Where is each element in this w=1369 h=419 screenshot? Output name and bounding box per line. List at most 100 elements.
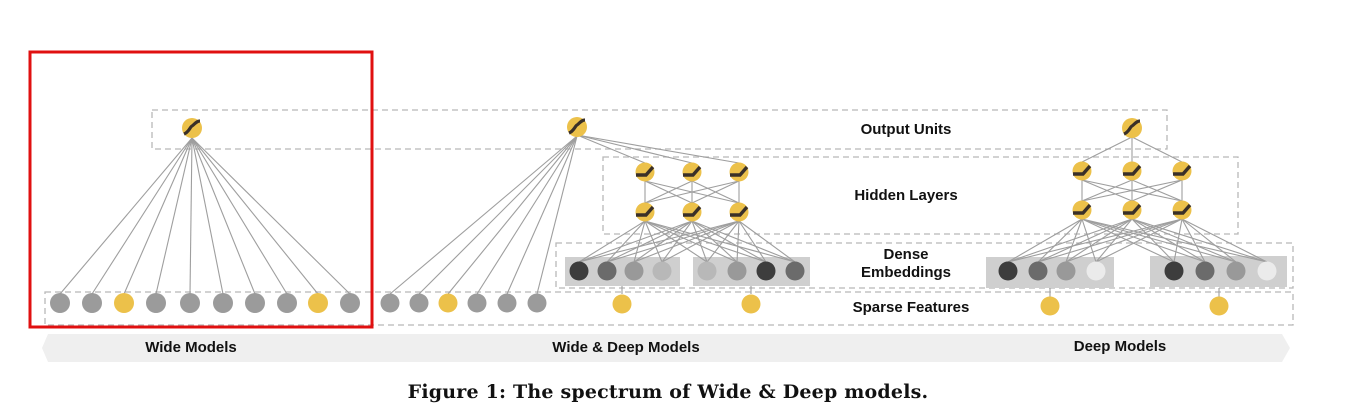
relu-icon: [1123, 203, 1142, 215]
embedding-unit: [1056, 261, 1076, 281]
embedding-edge: [1131, 218, 1237, 263]
wide-edge: [91, 137, 193, 295]
embedding-edge: [1081, 218, 1237, 263]
sparse-feature-unit: [1040, 296, 1060, 316]
deep-edge: [1081, 136, 1133, 163]
embedding-edge: [578, 220, 646, 263]
embedding-edge: [1173, 218, 1183, 263]
embedding-edge: [738, 220, 767, 263]
embedding-edge: [1037, 218, 1083, 263]
embedding-edge: [606, 220, 693, 263]
wide-edge: [389, 135, 578, 295]
embedding-edge: [691, 220, 738, 263]
sparse-feature-unit: [114, 293, 134, 313]
hidden-unit: [682, 162, 702, 182]
embedding-edge: [1007, 218, 1083, 263]
output-unit: [1122, 118, 1142, 138]
embedding-edge: [633, 220, 740, 263]
embedding-edge: [1081, 218, 1175, 263]
embedding-edge: [691, 220, 796, 263]
wide-edge: [536, 135, 578, 295]
sparse-feature-unit: [277, 293, 297, 313]
sparse-feature-unit: [82, 293, 102, 313]
sigmoid-icon: [183, 119, 201, 136]
sparse-feature-unit: [180, 293, 200, 313]
embedding-edge: [1065, 218, 1083, 263]
sigmoid-icon: [568, 118, 586, 135]
relu-icon: [636, 165, 655, 177]
sigmoid-icon: [1123, 119, 1141, 136]
embedding-edge: [644, 220, 708, 263]
sparse-feature-unit: [409, 293, 429, 313]
embedding-edge: [606, 220, 646, 263]
layer-label-dense: Dense: [883, 246, 928, 263]
embedding-unit: [785, 261, 805, 281]
sparse-feature-unit: [741, 294, 761, 314]
wide-edge: [191, 137, 288, 295]
embedding-edge: [1007, 218, 1183, 263]
sparse-feature-unit: [527, 293, 547, 313]
embedding-edge: [736, 220, 740, 263]
embedding-edge: [1131, 218, 1206, 263]
wide-edge: [447, 135, 578, 295]
layer-label-hidden-layers: Hidden Layers: [854, 187, 957, 204]
deep-edge: [1131, 136, 1183, 163]
embedding-edge: [1131, 218, 1175, 263]
sparse-feature-unit: [497, 293, 517, 313]
hidden-unit: [729, 162, 749, 182]
sparse-feature-unit: [467, 293, 487, 313]
embedding-unit: [652, 261, 672, 281]
hidden-unit: [1072, 200, 1092, 220]
spectrum-label-deep: Deep Models: [1074, 338, 1167, 355]
dense-embeddings-box: [555, 242, 1294, 289]
hidden-unit: [635, 202, 655, 222]
embedding-unit: [998, 261, 1018, 281]
embedding-unit: [1164, 261, 1184, 281]
hidden-unit: [1172, 161, 1192, 181]
sparse-feature-unit: [340, 293, 360, 313]
sparse-feature-unit: [612, 294, 632, 314]
embedding-edge: [661, 220, 740, 263]
sparse-feature-unit: [308, 293, 328, 313]
embedding-unit: [1226, 261, 1246, 281]
sparse-feature-unit: [146, 293, 166, 313]
hidden-edge: [1081, 179, 1183, 202]
nodes: [50, 117, 1277, 316]
embedding-edge: [706, 220, 740, 263]
relu-icon: [730, 165, 749, 177]
relu-icon: [683, 205, 702, 217]
embedding-edge: [633, 220, 693, 263]
embedding-edge: [644, 220, 796, 263]
embedding-edge: [578, 220, 693, 263]
wide-edge: [59, 137, 193, 295]
embedding-edge: [1095, 218, 1133, 263]
relu-icon: [1073, 203, 1092, 215]
embedding-edge: [1081, 218, 1097, 263]
spectrum-band: [42, 334, 1290, 362]
relu-icon: [1073, 164, 1092, 176]
embedding-edge: [1181, 218, 1206, 263]
embedding-edge: [644, 220, 738, 263]
layer-label-embeddings: Embeddings: [861, 264, 951, 281]
embedding-edge: [661, 220, 693, 263]
embedding-unit: [597, 261, 617, 281]
embedding-unit: [624, 261, 644, 281]
embedding-edge: [1037, 218, 1183, 263]
wide-edge: [191, 137, 319, 295]
embedding-unit: [697, 261, 717, 281]
spectrum-label-wide-deep: Wide & Deep Models: [552, 339, 699, 356]
hidden-unit: [1122, 161, 1142, 181]
sparse-feature-unit: [50, 293, 70, 313]
relu-icon: [1123, 164, 1142, 176]
embedding-edge: [1037, 218, 1133, 263]
layer-boxes: [44, 109, 1294, 326]
embedding-edge: [691, 220, 767, 263]
output-units-box: [151, 109, 1168, 150]
embedding-edge: [1081, 218, 1206, 263]
embedding-edge: [1007, 218, 1133, 263]
embedding-unit: [1195, 261, 1215, 281]
hidden-unit: [1122, 200, 1142, 220]
sparse-feature-unit: [438, 293, 458, 313]
embedding-edge: [578, 220, 740, 263]
